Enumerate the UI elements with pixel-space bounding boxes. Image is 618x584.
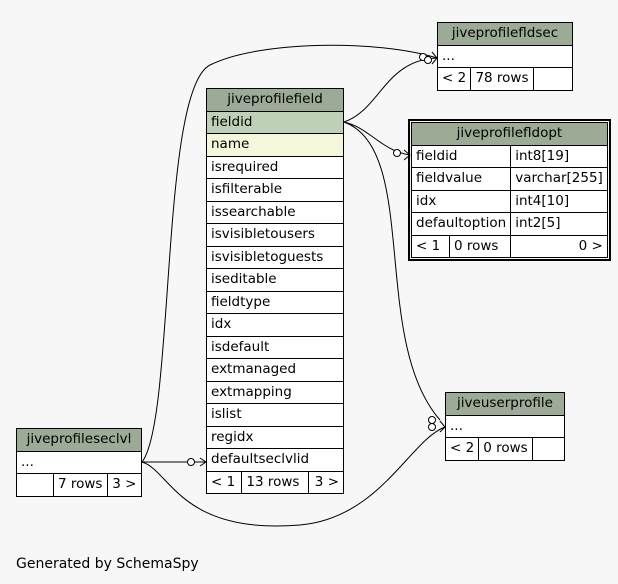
column-isrequired[interactable]: isrequired xyxy=(206,155,344,179)
column-islist[interactable]: islist xyxy=(206,403,344,427)
parents-count[interactable] xyxy=(16,473,54,497)
table-jiveprofileseclvl[interactable]: jiveprofileseclvl ... 7 rows 3 > xyxy=(16,428,142,497)
column-fieldid[interactable]: fieldid xyxy=(410,144,512,168)
column-fieldid[interactable]: fieldid xyxy=(206,110,344,134)
row-count: 0 rows xyxy=(478,437,533,461)
columns-ellipsis[interactable]: ... xyxy=(16,450,142,474)
table-jiveuserprofile[interactable]: jiveuserprofile ... < 2 0 rows xyxy=(444,392,566,461)
crowfoot-fldsec-b xyxy=(424,56,432,64)
table-title[interactable]: jiveprofilefield xyxy=(206,88,344,112)
crowfoot-userprofile-b xyxy=(428,423,436,431)
crowfoot-userprofile-a xyxy=(428,416,436,424)
row-count: 78 rows xyxy=(470,67,534,91)
generated-by-text: Generated by SchemaSpy xyxy=(16,556,199,572)
column-isvisibletousers[interactable]: isvisibletousers xyxy=(206,223,344,247)
column-type: int8[19] xyxy=(510,144,608,168)
column-idx[interactable]: idx xyxy=(410,189,512,213)
edge-seclvl-to-userprofile xyxy=(141,426,446,527)
column-defaultoption[interactable]: defaultoption xyxy=(410,212,512,236)
parents-count[interactable]: < 2 xyxy=(436,67,472,91)
column-issearchable[interactable]: issearchable xyxy=(206,200,344,224)
parents-count[interactable]: < 2 xyxy=(444,437,480,461)
column-extmanaged[interactable]: extmanaged xyxy=(206,358,344,382)
edge-fieldid-to-userprofile xyxy=(343,121,441,421)
column-isfilterable[interactable]: isfilterable xyxy=(206,178,344,202)
crowfoot-fldopt xyxy=(393,149,401,157)
table-title[interactable]: jiveprofilefldsec xyxy=(437,22,573,46)
column-name[interactable]: name xyxy=(206,133,344,157)
row-count: 0 rows xyxy=(448,234,512,258)
column-fieldvalue[interactable]: fieldvalue xyxy=(410,167,512,191)
children-count[interactable] xyxy=(533,67,573,91)
table-title[interactable]: jiveprofileseclvl xyxy=(16,428,142,452)
column-defaultseclvlid[interactable]: defaultseclvlid xyxy=(206,448,344,472)
edge-fieldid-to-fldsec xyxy=(343,57,438,123)
column-regidx[interactable]: regidx xyxy=(206,425,344,449)
children-count[interactable]: 3 > xyxy=(107,473,142,497)
children-count[interactable]: 0 > xyxy=(510,234,608,258)
column-isdefault[interactable]: isdefault xyxy=(206,335,344,359)
table-jiveprofilefldopt[interactable]: jiveprofilefldopt fieldid int8[19] field… xyxy=(408,119,611,261)
column-extmapping[interactable]: extmapping xyxy=(206,380,344,404)
column-type: int2[5] xyxy=(510,212,608,236)
column-type: varchar[255] xyxy=(510,167,608,191)
table-jiveprofilefield[interactable]: jiveprofilefield fieldid name isrequired… xyxy=(205,88,345,494)
column-idx[interactable]: idx xyxy=(206,313,344,337)
column-iseditable[interactable]: iseditable xyxy=(206,268,344,292)
children-count[interactable] xyxy=(531,437,566,461)
parents-count[interactable]: < 1 xyxy=(205,470,243,494)
column-type: int4[10] xyxy=(510,189,608,213)
parents-count[interactable]: < 1 xyxy=(411,234,450,258)
column-fieldtype[interactable]: fieldtype xyxy=(206,290,344,314)
edge-fieldid-to-fldopt xyxy=(343,121,411,156)
table-title[interactable]: jiveuserprofile xyxy=(445,392,565,416)
row-count: 7 rows xyxy=(52,473,109,497)
edge-seclvl-to-fldsec xyxy=(141,44,438,463)
columns-ellipsis[interactable]: ... xyxy=(437,44,573,68)
crowfoot-defaultseclvl xyxy=(187,458,195,466)
table-title[interactable]: jiveprofilefldopt xyxy=(411,122,608,146)
columns-ellipsis[interactable]: ... xyxy=(445,414,565,438)
row-count: 13 rows xyxy=(241,470,309,494)
table-jiveprofilefldsec[interactable]: jiveprofilefldsec ... < 2 78 rows xyxy=(436,22,573,91)
children-count[interactable]: 3 > xyxy=(307,470,345,494)
column-isvisibletoguests[interactable]: isvisibletoguests xyxy=(206,245,344,269)
